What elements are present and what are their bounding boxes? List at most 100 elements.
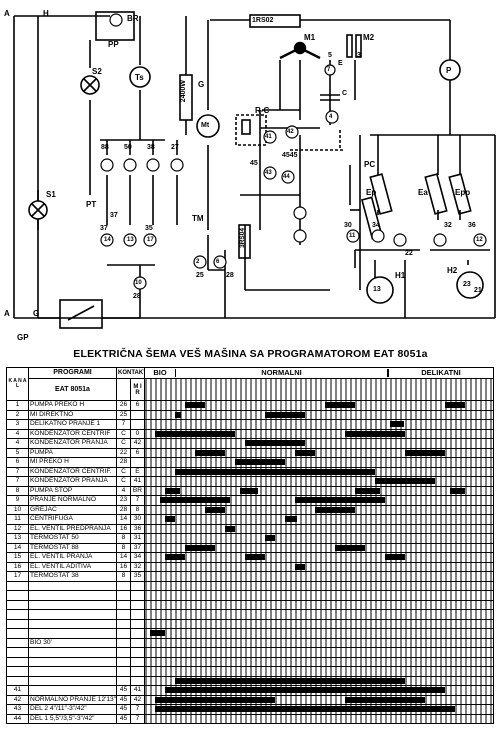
row-contact-k: [116, 599, 131, 610]
label-rs04a: 3RS04: [239, 228, 246, 248]
label-n38: 38: [147, 144, 155, 151]
timing-bar: [245, 440, 305, 446]
phase-bio: BIO: [146, 369, 176, 378]
table-row: [6, 666, 494, 677]
label-n50: 50: [124, 144, 132, 151]
col-k: [116, 378, 131, 401]
row-program: [28, 675, 117, 686]
label-n41: 41: [265, 134, 272, 140]
row-channel: 17: [6, 571, 29, 582]
table-row: [6, 656, 494, 667]
row-timing: [144, 580, 494, 591]
timing-bar: [160, 497, 230, 503]
label-n28b: 28: [133, 293, 141, 300]
timing-bar: [195, 449, 225, 456]
label-n13b: 13: [373, 286, 381, 293]
label-gp: GP: [17, 333, 29, 342]
timing-bar: [155, 696, 275, 703]
label-n14: 14: [104, 237, 111, 243]
timing-bar: [165, 554, 185, 560]
timing-bar: [165, 516, 175, 522]
row-timing: [144, 476, 494, 487]
row-timing: [144, 609, 494, 620]
table-row: [6, 590, 494, 601]
row-channel: 5: [6, 447, 29, 458]
row-program: CENTRIFUGA: [28, 514, 117, 525]
row-contact-k: 28: [116, 457, 131, 468]
row-channel: [6, 590, 29, 601]
row-timing: [144, 561, 494, 572]
label-n32: 32: [444, 222, 452, 229]
row-contact-k: 45: [116, 694, 131, 705]
row-program: [28, 580, 117, 591]
table-row: [6, 609, 494, 620]
row-contact-k: [116, 647, 131, 658]
row-channel: 42: [6, 694, 29, 705]
row-contact-k: 45: [116, 685, 131, 696]
row-program: TERMOSTAT 50: [28, 533, 117, 544]
row-program: [28, 647, 117, 658]
row-channel: 13: [6, 533, 29, 544]
row-timing: [144, 447, 494, 458]
row-program: PUMPA PREKO H: [28, 400, 117, 411]
row-contact-k: 8: [116, 571, 131, 582]
row-contact-k: 45: [116, 704, 131, 715]
label-h2: H2: [447, 266, 458, 275]
row-channel: 44: [6, 713, 29, 724]
row-contact-m: 42: [130, 438, 145, 449]
timing-bar: [265, 535, 275, 541]
row-timing: [144, 466, 494, 477]
row-channel: 7: [6, 476, 29, 487]
label-n34: 34: [372, 222, 380, 229]
label-n17: 17: [147, 237, 154, 243]
timing-bar: [385, 554, 405, 560]
row-contact-k: 16: [116, 561, 131, 572]
col-kanal: K A N A L: [6, 367, 29, 401]
row-program: NORMALNO PRANJE 12'13": [28, 694, 117, 705]
row-contact-k: [116, 666, 131, 677]
row-timing: [144, 438, 494, 449]
row-timing: [144, 599, 494, 610]
timing-bar: [155, 430, 235, 437]
label-rs02: 1RS02: [252, 17, 274, 24]
row-contact-m: 42: [130, 694, 145, 705]
row-channel: 11: [6, 514, 29, 525]
timing-bar: [165, 487, 180, 494]
row-timing: [144, 457, 494, 468]
table-row: [6, 618, 494, 629]
timing-bar: [235, 459, 285, 465]
row-timing: [144, 552, 494, 563]
row-program: [28, 618, 117, 629]
timing-bar: [225, 525, 235, 532]
label-g: G: [198, 80, 205, 89]
row-program: MI PREKO H: [28, 457, 117, 468]
row-contact-m: [130, 666, 145, 677]
row-channel: [6, 609, 29, 620]
timing-bar: [175, 411, 181, 418]
label-n28: 28: [226, 272, 234, 279]
row-contact-k: 7: [116, 419, 131, 430]
row-contact-m: 37: [130, 542, 145, 553]
row-program: [28, 656, 117, 667]
label-n37a: 37: [110, 212, 118, 219]
timing-bar: [295, 449, 315, 456]
label-h-top: H: [43, 9, 49, 18]
row-channel: [6, 666, 29, 677]
row-contact-k: 8: [116, 533, 131, 544]
row-program: KONDENZATOR PRANJA: [28, 438, 117, 449]
label-n36: 36: [468, 222, 476, 229]
timing-bar: [295, 563, 305, 570]
row-contact-k: 16: [116, 523, 131, 534]
row-contact-k: 8: [116, 542, 131, 553]
label-n13: 13: [127, 237, 134, 243]
row-channel: 3: [6, 419, 29, 430]
